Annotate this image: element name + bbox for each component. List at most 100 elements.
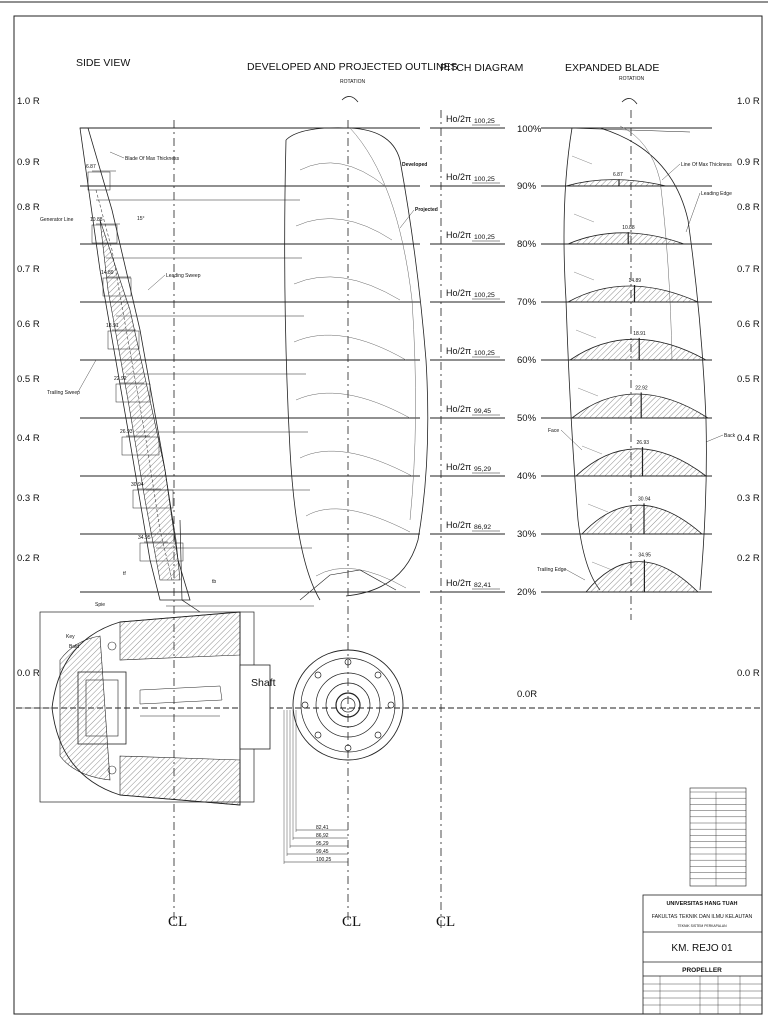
- percent-label-3: 70%: [517, 297, 537, 308]
- radius-labels-left: 1.0 R0.9 R0.8 R0.7 R0.6 R0.5 R0.4 R0.3 R…: [17, 96, 40, 679]
- radius-label-right-0: 1.0 R: [737, 96, 760, 107]
- label-developed: Developed: [402, 162, 427, 168]
- title-faculty: FAKULTAS TEKNIK DAN ILMU KELAUTAN: [652, 914, 753, 920]
- pitch-value-4: 100,25: [474, 350, 495, 357]
- pitch-value-7: 86,92: [474, 524, 491, 531]
- label-leading-edge: Leading Edge: [701, 191, 732, 197]
- pitch-label-5: Ho/2π: [446, 404, 471, 414]
- label-trailing-sweep: Trailing Sweep: [47, 390, 80, 396]
- pitch-value-3: 100,25: [474, 292, 495, 299]
- radius-label-right-9: 0.0 R: [737, 668, 760, 679]
- radius-label-left-6: 0.4 R: [17, 433, 40, 444]
- percent-label-1: 90%: [517, 181, 537, 192]
- label-tf: tf: [123, 571, 126, 577]
- dimension-value-1: 86,92: [316, 833, 329, 839]
- radius-label-right-8: 0.2 R: [737, 553, 760, 564]
- pitch-label-0: Ho/2π: [446, 114, 471, 124]
- rotation-arrow-right: [621, 98, 638, 105]
- radius-label-left-2: 0.8 R: [17, 202, 40, 213]
- pitch-label-4: Ho/2π: [446, 346, 471, 356]
- expanded-blade-outline: [563, 125, 707, 591]
- rotation-arrow-left: [341, 96, 359, 103]
- expanded-thickness-label-3: 18.91: [633, 331, 646, 337]
- expanded-section-1: [567, 232, 685, 245]
- title-department: TEKNIK SISTEM PERKAPALAN: [677, 924, 727, 928]
- percent-label-7: 30%: [517, 529, 537, 540]
- centerline-symbol-2: CL: [342, 914, 361, 930]
- expanded-section-5: [574, 448, 708, 477]
- percent-label-5: 50%: [517, 413, 537, 424]
- expanded-thickness-label-2: 14.89: [629, 278, 642, 284]
- side-thickness-label-7: 34.95: [138, 535, 151, 541]
- label-angle: 15°: [137, 216, 145, 222]
- side-thickness-label-5: 26.93: [120, 429, 133, 435]
- radius-label-right-3: 0.7 R: [737, 264, 760, 275]
- expanded-section-2: [567, 285, 699, 303]
- label-key: Key: [66, 634, 75, 640]
- percent-label-8: 20%: [517, 587, 537, 598]
- title-university: UNIVERSITAS HANG TUAH: [666, 901, 737, 907]
- expanded-thickness-label-5: 26.93: [637, 440, 650, 446]
- percent-label-4: 60%: [517, 355, 537, 366]
- rotation-label-left: ROTATION: [340, 79, 365, 85]
- expanded-thickness-label-7: 34.95: [638, 553, 651, 559]
- side-thickness-label-1: 10.88: [90, 217, 103, 223]
- radius-label-left-1: 0.9 R: [17, 157, 40, 168]
- label-back: Back: [724, 433, 736, 439]
- developed-outline: [284, 127, 429, 601]
- hub-front-view: [292, 569, 404, 761]
- radius-label-right-5: 0.5 R: [737, 374, 760, 385]
- pitch-value-8: 82,41: [474, 582, 491, 589]
- label-trailing-edge: Trailing Edge: [537, 567, 566, 573]
- expanded-section-6: [581, 504, 704, 535]
- radius-label-right-1: 0.9 R: [737, 157, 760, 168]
- pitch-value-5: 99,45: [474, 408, 491, 415]
- pitch-label-1: Ho/2π: [446, 172, 471, 182]
- dimension-value-2: 95,29: [316, 841, 329, 847]
- radius-label-left-0: 1.0 R: [17, 96, 40, 107]
- percent-labels: 100%90%80%70%60%50%40%30%20%0.0R: [517, 124, 542, 700]
- title-ship-name: KM. REJO 01: [671, 943, 733, 954]
- centerline-symbol-1: CL: [168, 914, 187, 930]
- label-leading-sweep: Leading Sweep: [166, 273, 201, 279]
- percent-label-0: 100%: [517, 124, 542, 135]
- title-drawing-name: PROPELLER: [682, 967, 722, 974]
- side-thickness-label-0: 6.87: [86, 164, 96, 170]
- pitch-label-6: Ho/2π: [446, 462, 471, 472]
- label-face: Face: [548, 428, 559, 434]
- pitch-value-6: 95,29: [474, 466, 491, 473]
- expanded-section-0: [565, 179, 667, 187]
- developed-outlines-heading: DEVELOPED AND PROJECTED OUTLINES: [247, 61, 458, 73]
- pitch-label-2: Ho/2π: [446, 230, 471, 240]
- particulars-table: [689, 787, 747, 887]
- expanded-thickness-label-0: 6.87: [613, 172, 623, 178]
- dimension-value-3: 99,45: [316, 849, 329, 855]
- label-shaft: Shaft: [251, 677, 276, 689]
- pitch-label-8: Ho/2π: [446, 578, 471, 588]
- expanded-blade-heading: EXPANDED BLADE: [565, 62, 659, 74]
- label-line-max-thickness: Line Of Max Thickness: [681, 162, 732, 168]
- expanded-thickness-label-6: 30.94: [638, 496, 651, 502]
- percent-label-9: 0.0R: [517, 689, 537, 700]
- radius-label-right-7: 0.3 R: [737, 493, 760, 504]
- label-blade-max-thickness: Blade Of Max Thickness: [125, 156, 180, 162]
- label-generator-line: Generator Line: [40, 217, 74, 223]
- radius-label-right-6: 0.4 R: [737, 433, 760, 444]
- expanded-section-4: [570, 393, 710, 419]
- expanded-thickness-label-1: 10.88: [622, 225, 635, 231]
- side-view-heading: SIDE VIEW: [76, 57, 130, 69]
- label-tb: tb: [212, 579, 216, 585]
- side-thickness-label-4: 22.92: [114, 376, 127, 382]
- pitch-label-3: Ho/2π: [446, 288, 471, 298]
- expanded-section-7: [585, 561, 699, 593]
- label-bold: Bold: [69, 644, 79, 650]
- label-projected: Projected: [415, 207, 438, 213]
- rotation-label-right: ROTATION: [619, 76, 644, 82]
- title-block: [642, 894, 763, 1015]
- pitch-value-2: 100,25: [474, 234, 495, 241]
- radius-label-left-9: 0.0 R: [17, 668, 40, 679]
